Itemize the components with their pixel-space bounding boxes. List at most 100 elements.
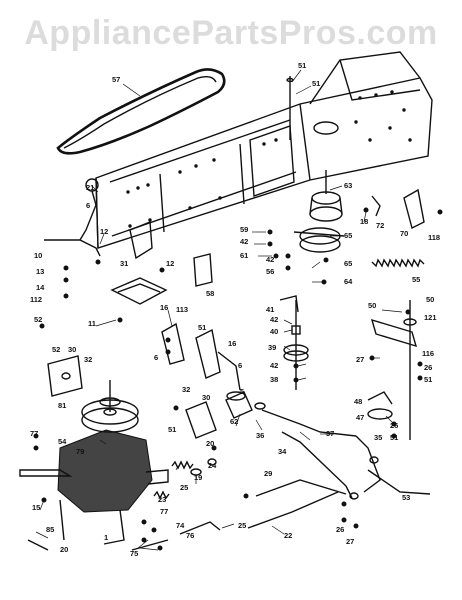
callout-61: 61 <box>240 251 248 260</box>
callout-116: 116 <box>422 349 434 358</box>
callout-51: 51 <box>424 375 432 384</box>
callout-23: 23 <box>158 495 166 504</box>
callout-54: 54 <box>58 437 67 446</box>
callout-77: 77 <box>160 507 168 516</box>
callout-11: 11 <box>88 319 96 328</box>
callout-65: 65 <box>344 259 352 268</box>
callout-24: 24 <box>208 461 217 470</box>
leader-lines <box>35 69 403 551</box>
callout-51: 51 <box>168 425 176 434</box>
chassis-frame <box>95 51 433 249</box>
callout-34: 34 <box>278 447 287 456</box>
callout-32: 32 <box>84 355 92 364</box>
callout-25: 25 <box>180 483 188 492</box>
shift-linkage <box>44 239 101 257</box>
callout-51: 51 <box>298 61 306 70</box>
callout-74: 74 <box>176 521 185 530</box>
callout-42: 42 <box>266 255 274 264</box>
callout-15: 15 <box>32 503 40 512</box>
callout-55: 55 <box>412 275 420 284</box>
callout-labels: 57 51 51 21 6 63 18 72 70 118 59 42 61 6… <box>30 61 440 558</box>
callout-27: 27 <box>356 355 364 364</box>
callout-51: 51 <box>198 323 206 332</box>
rod-28 <box>255 479 347 497</box>
cylinder-62 <box>225 391 253 419</box>
callout-26: 26 <box>424 363 432 372</box>
shift-lever <box>79 190 97 241</box>
rod-22 <box>247 491 339 529</box>
callout-31: 31 <box>120 259 128 268</box>
callout-72: 72 <box>376 221 384 230</box>
callout-75: 75 <box>130 549 138 558</box>
callout-59: 59 <box>240 225 248 234</box>
callout-12: 12 <box>100 227 108 236</box>
callout-112: 112 <box>30 295 42 304</box>
callout-121: 121 <box>424 313 437 322</box>
callout-22: 22 <box>284 531 292 540</box>
callout-57: 57 <box>112 75 120 84</box>
callout-65: 65 <box>344 231 352 240</box>
callout-30: 30 <box>68 345 76 354</box>
callout-56: 56 <box>266 267 274 276</box>
drive-belt <box>56 68 226 155</box>
callout-16: 16 <box>228 339 236 348</box>
callout-14: 14 <box>36 283 45 292</box>
callout-41: 41 <box>266 305 274 314</box>
callout-39: 39 <box>268 343 276 352</box>
callout-50: 50 <box>368 301 376 310</box>
idler-bracket-70 <box>403 188 425 230</box>
callout-26: 26 <box>390 421 398 430</box>
callout-10: 10 <box>34 251 42 260</box>
drive-belt-inner <box>63 75 217 149</box>
callout-32: 32 <box>182 385 190 394</box>
callout-1: 1 <box>104 533 108 542</box>
callout-20: 20 <box>60 545 68 554</box>
rod-34 <box>261 409 357 437</box>
callout-85: 85 <box>46 525 54 534</box>
bracket-30 <box>185 401 217 439</box>
callout-53: 53 <box>402 493 410 502</box>
mount-plate <box>110 277 168 305</box>
callout-51: 51 <box>390 433 398 442</box>
callout-29: 29 <box>264 469 272 478</box>
callout-76: 76 <box>186 531 194 540</box>
spring-25 <box>153 490 170 500</box>
callout-63: 63 <box>344 181 352 190</box>
callout-37: 37 <box>326 429 334 438</box>
callout-19: 19 <box>194 473 202 482</box>
callout-16: 16 <box>160 303 168 312</box>
callout-81: 81 <box>58 401 66 410</box>
callout-36: 36 <box>256 431 264 440</box>
callout-79: 79 <box>76 447 84 456</box>
callout-6: 6 <box>86 201 90 210</box>
callout-38: 38 <box>270 375 278 384</box>
callout-26: 26 <box>336 525 344 534</box>
idler-arm-right <box>370 318 418 348</box>
callout-30: 30 <box>202 393 210 402</box>
callout-52: 52 <box>52 345 60 354</box>
callout-47: 47 <box>356 413 364 422</box>
callout-27: 27 <box>346 537 354 546</box>
callout-13: 13 <box>36 267 44 276</box>
callout-25: 25 <box>238 521 246 530</box>
rod-37 <box>281 431 353 499</box>
callout-70: 70 <box>400 229 408 238</box>
spring-55 <box>371 258 425 268</box>
callout-21: 21 <box>86 183 94 192</box>
callout-6: 6 <box>154 353 158 362</box>
callout-42: 42 <box>240 237 248 246</box>
callout-35: 35 <box>374 433 382 442</box>
pulley-47 <box>367 408 393 420</box>
callout-50: 50 <box>426 295 434 304</box>
callout-51: 51 <box>312 79 320 88</box>
callout-62: 62 <box>230 417 238 426</box>
bracket-58 <box>193 253 213 287</box>
callout-64: 64 <box>344 277 353 286</box>
bracket-51 <box>195 328 221 379</box>
spring-23 <box>171 460 194 470</box>
callout-118: 118 <box>428 233 440 242</box>
callout-18: 18 <box>360 217 368 226</box>
callout-52: 52 <box>34 315 42 324</box>
callout-42: 42 <box>270 315 278 324</box>
